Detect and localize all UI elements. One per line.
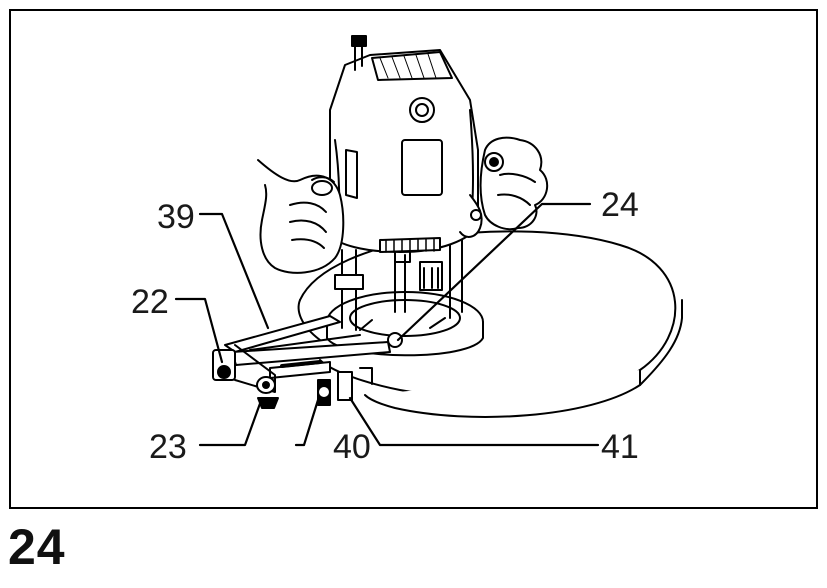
- callout-40: 40: [333, 428, 371, 466]
- left-hand: [257, 159, 345, 274]
- callout-23: 23: [149, 428, 187, 466]
- callout-22: 22: [131, 283, 169, 321]
- callout-24: 24: [601, 186, 639, 224]
- callout-39: 39: [157, 198, 195, 236]
- trammel-guide: [212, 315, 391, 409]
- right-hand: [459, 136, 549, 238]
- leader-lines: [174, 202, 600, 447]
- plunge-posts: [334, 235, 463, 331]
- figure-number: 24: [8, 519, 66, 575]
- callout-41: 41: [601, 428, 639, 466]
- circular-workpiece: [297, 230, 683, 418]
- motor-housing: [329, 35, 479, 263]
